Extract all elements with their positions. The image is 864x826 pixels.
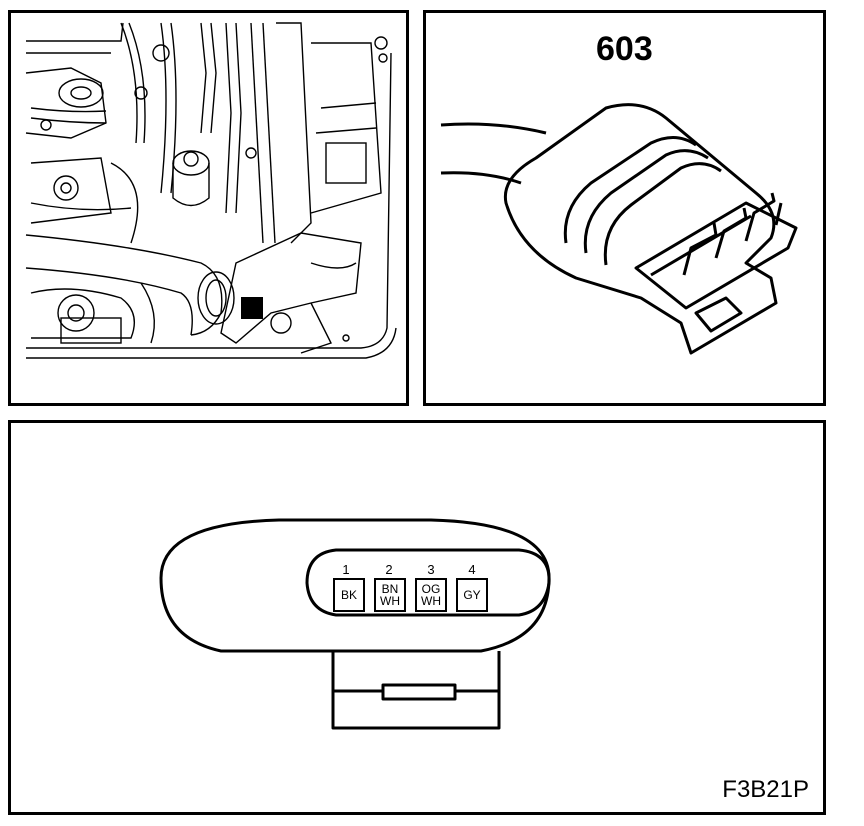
pin-1-wire-color: BK (340, 588, 357, 602)
pin-1-cavity: BK (333, 578, 365, 612)
connector-number: 603 (596, 30, 653, 68)
engine-bay-drawing (25, 22, 397, 359)
pin-3-wire-stripe: WH (421, 594, 441, 608)
pin-2-cavity: BN WH (374, 578, 406, 612)
connector-location-marker (241, 297, 263, 319)
pin-2-number: 2 (385, 562, 393, 577)
pin-3-number: 3 (427, 562, 435, 577)
engine-bay-illustration-panel (8, 10, 409, 406)
figure-code: F3B21P (722, 776, 809, 803)
pin-4-number: 4 (468, 562, 476, 577)
connector-view-panel: 603 (423, 10, 826, 406)
connector-face-drawing (159, 518, 551, 730)
pin-4-cavity: GY (456, 578, 488, 612)
pin-2-wire-stripe: WH (380, 594, 400, 608)
connector-perspective-drawing (440, 103, 798, 355)
connector-pinout-panel: 1 2 3 4 BK BN WH OG WH GY F3B21P (8, 420, 826, 815)
pin-1-number: 1 (342, 562, 350, 577)
pin-4-wire-color: GY (463, 588, 481, 602)
pin-3-cavity: OG WH (415, 578, 447, 612)
pin-3-wire-color: OG (421, 582, 441, 596)
pin-2-wire-color: BN (381, 582, 399, 596)
